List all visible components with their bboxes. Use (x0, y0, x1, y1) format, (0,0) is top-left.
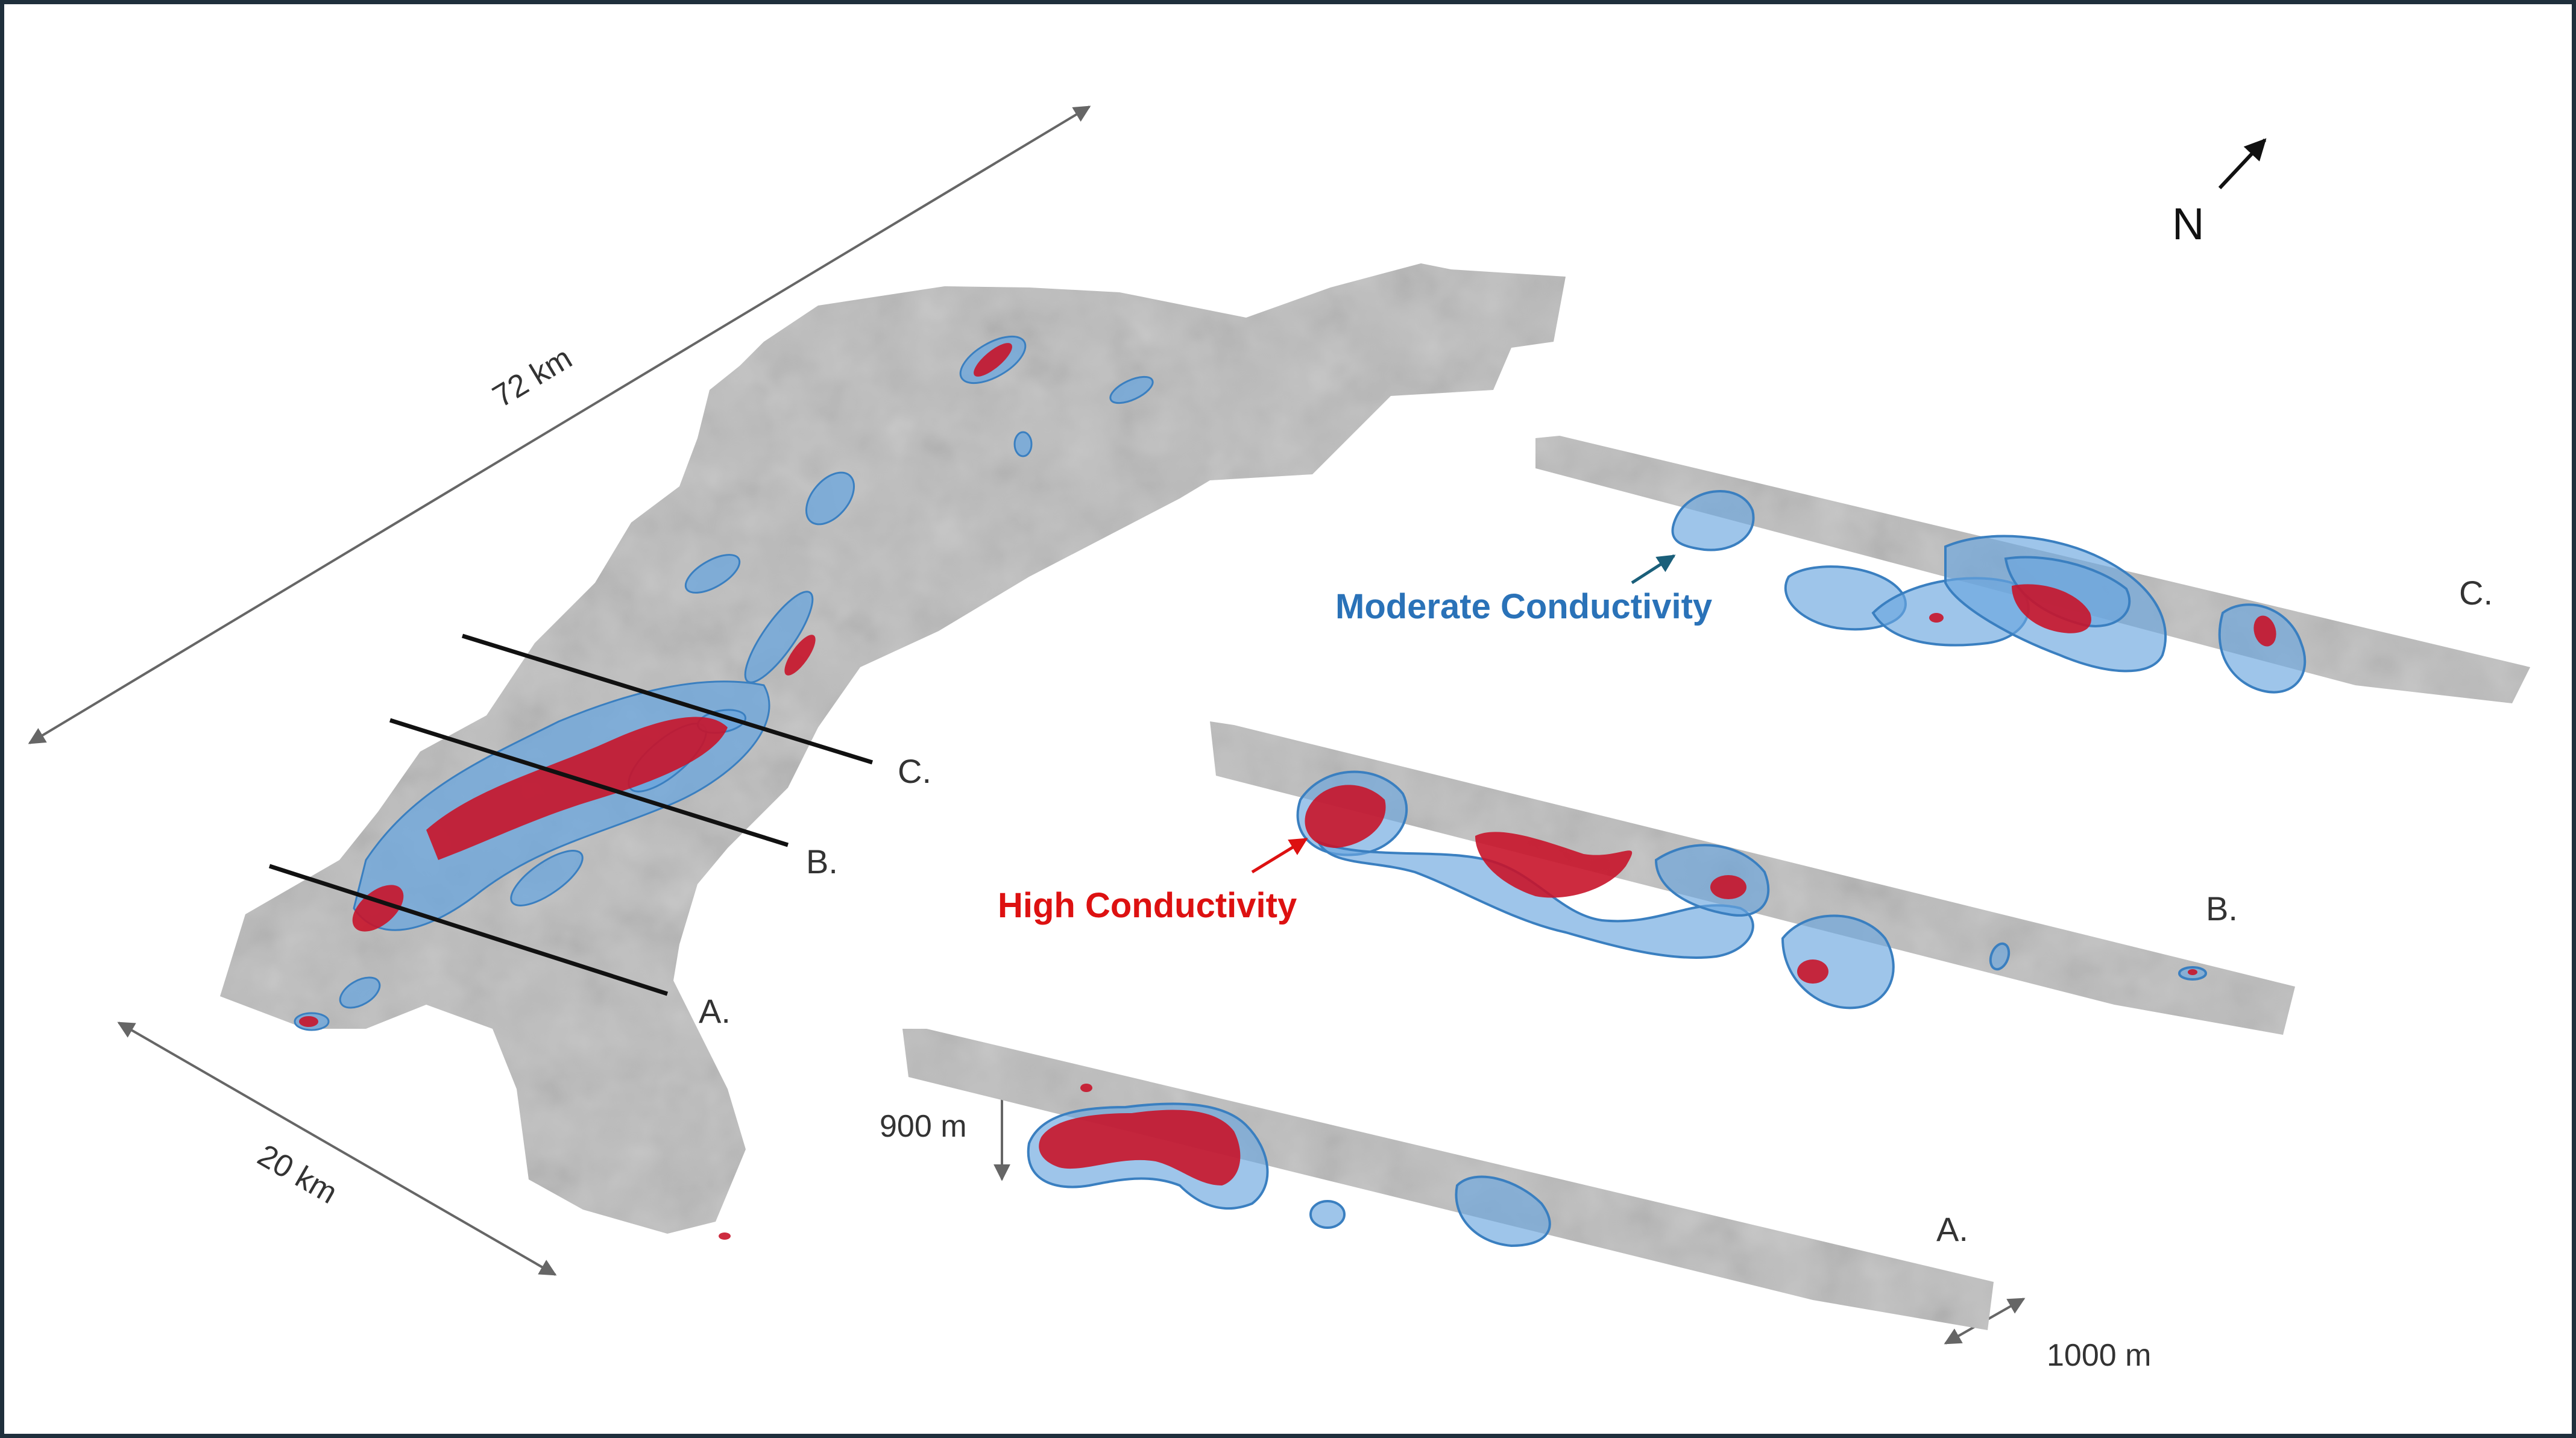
label-section-c-strip: C. (2459, 574, 2493, 612)
section-line-a (268, 864, 669, 996)
north-arrow-icon (2218, 138, 2267, 190)
high-callout-arrow (1251, 837, 1308, 874)
label-section-a-strip: A. (1936, 1210, 1968, 1248)
survey-area-3d-surface (220, 263, 1566, 1234)
section-c-strip (1535, 436, 2530, 703)
label-moderate-conductivity: Moderate Conductivity (1335, 587, 1713, 626)
dimension-line-20km (117, 1022, 557, 1276)
section-a-strip (719, 1029, 1994, 1330)
conductivity-scene (28, 105, 2530, 1345)
label-section-a-main: A. (699, 992, 731, 1030)
north-label: N (2172, 199, 2205, 249)
dimension-line-72km (28, 105, 1091, 744)
label-900m: 900 m (880, 1109, 967, 1144)
label-1000m: 1000 m (2047, 1338, 2152, 1373)
label-section-b-main: B. (806, 843, 838, 881)
label-section-b-strip: B. (2206, 890, 2238, 928)
moderate-callout-arrow (1631, 554, 1676, 585)
label-section-c-main: C. (898, 752, 931, 790)
label-high-conductivity: High Conductivity (998, 886, 1297, 925)
callout-arrows (1251, 138, 2267, 874)
section-b-strip (1210, 721, 2295, 1035)
